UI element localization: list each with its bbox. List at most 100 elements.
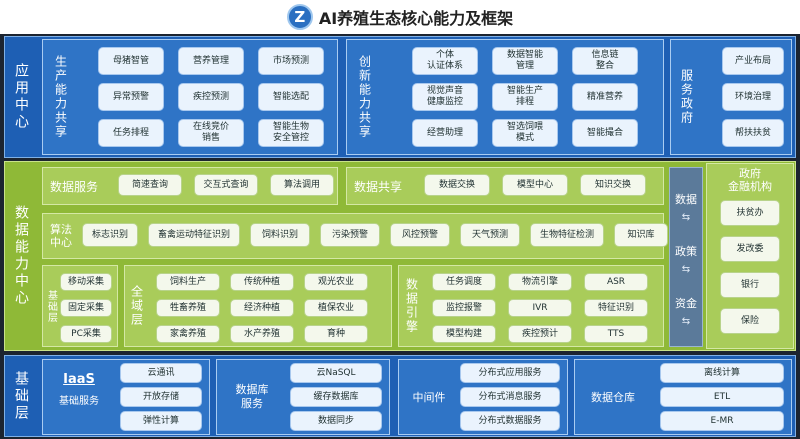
domain-layer-item[interactable]: 水产养殖 bbox=[230, 325, 294, 343]
algo-item[interactable]: 风控预警 bbox=[390, 223, 450, 247]
data-share-item[interactable]: 模型中心 bbox=[502, 174, 568, 196]
data-service-item[interactable]: 交互式查询 bbox=[194, 174, 258, 196]
production-item[interactable]: 母猪智管 bbox=[98, 47, 164, 75]
domain-layer-item[interactable]: 牲畜养殖 bbox=[156, 299, 220, 317]
production-item[interactable]: 疾控预测 bbox=[178, 83, 244, 111]
gov-service-item[interactable]: 环境治理 bbox=[722, 83, 784, 111]
iaas-item[interactable]: 云通讯 bbox=[120, 363, 202, 383]
production-item[interactable]: 智能选配 bbox=[258, 83, 324, 111]
logo-icon: Z bbox=[286, 4, 313, 30]
middleware-label: 中间件 bbox=[412, 391, 446, 404]
algo-item[interactable]: 生物特征检测 bbox=[530, 223, 604, 247]
iaas-subtitle: 基础服务 bbox=[59, 396, 99, 407]
innovation-item[interactable]: 智能生产 排程 bbox=[492, 83, 558, 111]
production-item[interactable]: 市场预测 bbox=[258, 47, 324, 75]
flow-column bbox=[669, 167, 703, 347]
production-item[interactable]: 在线竞价 销售 bbox=[178, 119, 244, 147]
innovation-item[interactable]: 视觉声音 健康监控 bbox=[412, 83, 478, 111]
gov-finance-item[interactable]: 保险 bbox=[720, 308, 780, 334]
data-engine-item[interactable]: IVR bbox=[508, 299, 572, 317]
gov-service-label: 服务政府 bbox=[679, 69, 694, 125]
data-engine-item[interactable]: ASR bbox=[584, 273, 648, 291]
data-share-item[interactable]: 数据交换 bbox=[424, 174, 490, 196]
data-engine-label: 数据引擎 bbox=[404, 278, 419, 334]
domain-layer-label: 全域层 bbox=[129, 285, 144, 327]
base-layer-item[interactable]: PC采集 bbox=[60, 325, 112, 343]
iaas-item[interactable]: 开放存储 bbox=[120, 387, 202, 407]
data-engine-item[interactable]: 物流引擎 bbox=[508, 273, 572, 291]
data-share-label: 数据共享 bbox=[354, 179, 403, 194]
gov-finance-label: 政府 金融机构 bbox=[728, 167, 772, 193]
infra-label: 基础层 bbox=[13, 370, 29, 422]
innovation-item[interactable]: 智能撮合 bbox=[572, 119, 638, 147]
gov-service-item[interactable]: 帮扶扶贫 bbox=[722, 119, 784, 147]
middleware-item[interactable]: 分布式应用服务 bbox=[460, 363, 560, 383]
gov-finance-item[interactable]: 银行 bbox=[720, 272, 780, 298]
double-arrow-icon: ⇆ bbox=[681, 264, 691, 275]
innovation-item[interactable]: 智选饲喂 模式 bbox=[492, 119, 558, 147]
algo-item[interactable]: 污染预警 bbox=[320, 223, 380, 247]
data-engine-item[interactable]: 模型构建 bbox=[432, 325, 496, 343]
innovation-item[interactable]: 数据智能 管理 bbox=[492, 47, 558, 75]
innovation-item[interactable]: 个体 认证体系 bbox=[412, 47, 478, 75]
base-layer-label: 基础层 bbox=[45, 289, 57, 323]
innovation-label: 创新能力共享 bbox=[357, 55, 372, 139]
algo-item[interactable]: 天气预测 bbox=[460, 223, 520, 247]
flow-label: 政策 bbox=[675, 245, 697, 258]
iaas-title: IaaS bbox=[63, 372, 95, 387]
db-label: 数据库 服务 bbox=[235, 383, 269, 410]
innovation-item[interactable]: 经营助理 bbox=[412, 119, 478, 147]
iaas-item[interactable]: 弹性计算 bbox=[120, 411, 202, 431]
production-item[interactable]: 异常预警 bbox=[98, 83, 164, 111]
production-item[interactable]: 营养管理 bbox=[178, 47, 244, 75]
data-service-item[interactable]: 算法调用 bbox=[270, 174, 334, 196]
page-title: AI养殖生态核心能力及框架 bbox=[318, 9, 514, 28]
double-arrow-icon: ⇆ bbox=[681, 212, 691, 223]
algo-item[interactable]: 畜禽运动特征识别 bbox=[148, 223, 240, 247]
data-engine-item[interactable]: 特征识别 bbox=[584, 299, 648, 317]
algo-item[interactable]: 饲料识别 bbox=[250, 223, 310, 247]
flow-label: 数据 bbox=[675, 193, 697, 206]
double-arrow-icon: ⇆ bbox=[681, 316, 691, 327]
middleware-item[interactable]: 分布式消息服务 bbox=[460, 387, 560, 407]
data-center-label: 数据能力中心 bbox=[13, 205, 29, 307]
middleware-item[interactable]: 分布式数据服务 bbox=[460, 411, 560, 431]
warehouse-item[interactable]: E-MR bbox=[660, 411, 784, 431]
gov-service-item[interactable]: 产业布局 bbox=[722, 47, 784, 75]
db-item[interactable]: 云NaSQL bbox=[290, 363, 382, 383]
data-share-item[interactable]: 知识交换 bbox=[580, 174, 646, 196]
domain-layer-item[interactable]: 育种 bbox=[304, 325, 368, 343]
gov-finance-item[interactable]: 扶贫办 bbox=[720, 200, 780, 226]
domain-layer-item[interactable]: 家禽养殖 bbox=[156, 325, 220, 343]
flow-label: 资金 bbox=[675, 297, 697, 310]
production-item[interactable]: 智能生物 安全管控 bbox=[258, 119, 324, 147]
data-engine-item[interactable]: TTS bbox=[584, 325, 648, 343]
db-item[interactable]: 缓存数据库 bbox=[290, 387, 382, 407]
warehouse-item[interactable]: 离线计算 bbox=[660, 363, 784, 383]
algo-item[interactable]: 标志识别 bbox=[82, 223, 138, 247]
domain-layer-item[interactable]: 植保农业 bbox=[304, 299, 368, 317]
domain-layer-item[interactable]: 传统种植 bbox=[230, 273, 294, 291]
production-label: 生产能力共享 bbox=[53, 55, 68, 139]
warehouse-label: 数据仓库 bbox=[591, 391, 635, 404]
algo-item[interactable]: 知识库 bbox=[614, 223, 668, 247]
title-bar: Z AI养殖生态核心能力及框架 bbox=[0, 0, 800, 34]
domain-layer-item[interactable]: 经济种植 bbox=[230, 299, 294, 317]
domain-layer-item[interactable]: 观光农业 bbox=[304, 273, 368, 291]
data-service-label: 数据服务 bbox=[50, 179, 99, 194]
data-engine-item[interactable]: 任务调度 bbox=[432, 273, 496, 291]
gov-finance-item[interactable]: 发改委 bbox=[720, 236, 780, 262]
app-center-label: 应用中心 bbox=[13, 63, 29, 131]
production-item[interactable]: 任务排程 bbox=[98, 119, 164, 147]
data-service-item[interactable]: 简速查询 bbox=[118, 174, 182, 196]
algo-center-label: 算法中心 bbox=[50, 223, 72, 249]
data-engine-item[interactable]: 监控报警 bbox=[432, 299, 496, 317]
innovation-item[interactable]: 精准营养 bbox=[572, 83, 638, 111]
base-layer-item[interactable]: 固定采集 bbox=[60, 299, 112, 317]
db-item[interactable]: 数据同步 bbox=[290, 411, 382, 431]
warehouse-item[interactable]: ETL bbox=[660, 387, 784, 407]
domain-layer-item[interactable]: 饲料生产 bbox=[156, 273, 220, 291]
innovation-item[interactable]: 信息链 整合 bbox=[572, 47, 638, 75]
data-engine-item[interactable]: 疾控预计 bbox=[508, 325, 572, 343]
base-layer-item[interactable]: 移动采集 bbox=[60, 273, 112, 291]
